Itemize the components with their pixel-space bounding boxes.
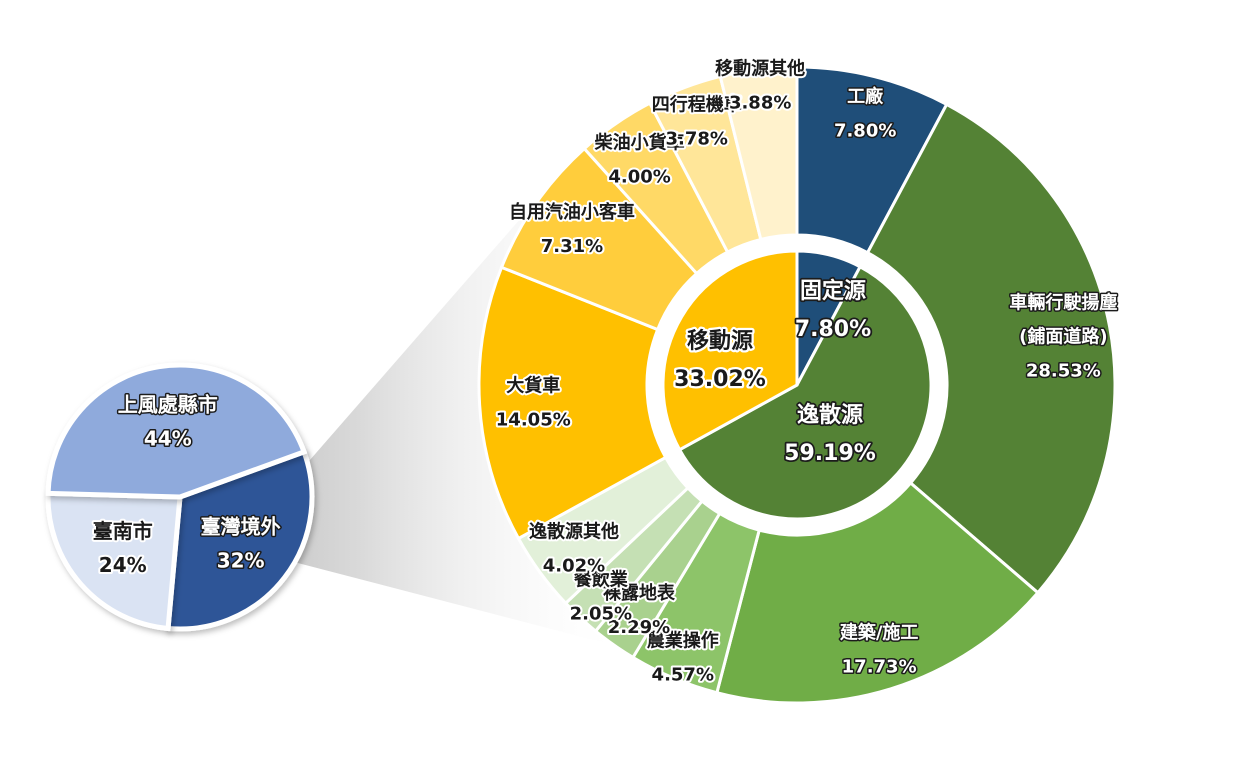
left-pie-label-0-line-1: 32% (217, 549, 265, 573)
outer-ring-label-1-line-0: 車輛行駛揚塵 (1009, 291, 1117, 313)
outer-ring-label-4-line-1: 2.29% (608, 617, 670, 638)
outer-ring-label-1-line-1: (鋪面道路) (1019, 325, 1107, 347)
outer-ring-label-10-line-0: 四行程機車 (652, 94, 742, 116)
inner-pie-slice-1 (677, 264, 933, 521)
left-pie-slice-2 (45, 362, 308, 500)
outer-ring-label-9-line-0: 柴油小貨車 (594, 131, 685, 153)
inner-pie-label-0: 固定源 7.80% (795, 278, 871, 342)
outer-ring-label-1-line-2: 28.53% (1026, 360, 1101, 381)
outer-ring-label-1: 車輛行駛揚塵 (鋪面道路) 28.53% (1009, 291, 1117, 381)
label-layer: 臺灣境外 32% 臺南市 24% 上風處縣市 44% 固定源 7.80% 逸散源 59.19% 移動… (91, 55, 1119, 687)
left-pie (45, 362, 315, 632)
inner-pie (661, 249, 933, 521)
outer-ring-label-0: 工廠 7.80% (834, 85, 896, 141)
connector-band (48, 168, 615, 646)
outer-ring-label-3: 農業操作 4.57% (647, 629, 719, 685)
outer-ring-label-0-line-1: 7.80% (834, 120, 896, 141)
left-pie-label-1: 臺南市 24% (93, 519, 153, 577)
outer-ring-label-11-line-1: 3.88% (729, 92, 791, 113)
left-pie-label-2-line-0: 上風處縣市 (118, 392, 218, 416)
outer-ring-label-8: 自用汽油小客車 7.31% (509, 201, 635, 257)
inner-pie-slice-2 (661, 249, 799, 452)
outer-ring-label-7: 大貨車 14.05% (496, 374, 571, 430)
outer-ring-label-3-line-1: 4.57% (652, 664, 714, 685)
left-pie-slice-1 (45, 490, 183, 632)
outer-ring-label-10-line-1: 3.78% (666, 129, 728, 150)
outer-ring-slice-2 (715, 480, 1040, 705)
outer-ring-label-2: 建築/施工 17.73% (840, 621, 919, 677)
outer-ring-label-11-line-0: 移動源其他 (715, 57, 805, 79)
outer-ring-label-10: 四行程機車 3.78% (652, 94, 742, 150)
inner-pie-label-1-line-1: 59.19% (784, 441, 876, 466)
left-pie-label-0: 臺灣境外 32% (201, 515, 281, 573)
connector-layer (48, 168, 615, 646)
outer-ring-label-9: 柴油小貨車 4.00% (594, 131, 685, 187)
outer-ring-label-5-line-1: 2.05% (570, 604, 632, 625)
outer-ring-label-6-line-1: 4.02% (543, 556, 605, 577)
left-pie-label-2-line-1: 44% (144, 426, 192, 450)
outer-ring-label-9-line-1: 4.00% (608, 166, 670, 187)
inner-pie-label-0-line-1: 7.80% (795, 317, 871, 342)
outer-ring-label-8-line-1: 7.31% (541, 236, 603, 257)
outer-ring-label-4-line-0: 裸露地表 (603, 582, 676, 604)
left-pie-label-2: 上風處縣市 44% (118, 392, 218, 450)
outer-ring-label-5-line-0: 餐飲業 (573, 569, 629, 591)
left-pie-label-0-line-0: 臺灣境外 (201, 515, 281, 539)
outer-ring-slice-1 (865, 102, 1117, 595)
outer-ring-slice-11 (718, 65, 799, 242)
outer-ring-label-6-line-0: 逸散源其他 (529, 521, 619, 543)
outer-ring-slice-7 (477, 265, 668, 541)
inner-pie-label-2: 移動源 33.02% (674, 328, 766, 392)
inner-pie-label-2-line-0: 移動源 (687, 328, 753, 354)
inner-pie-label-2-line-1: 33.02% (674, 367, 766, 392)
outer-ring-label-6: 逸散源其他 4.02% (529, 521, 619, 577)
left-pie-slice-0 (165, 448, 315, 632)
outer-ring-label-2-line-1: 17.73% (842, 656, 917, 677)
outer-ring-label-7-line-0: 大貨車 (506, 374, 560, 396)
outer-ring (477, 65, 1117, 705)
outer-ring-label-0-line-0: 工廠 (847, 85, 884, 107)
left-pie-label-1-line-1: 24% (99, 553, 147, 577)
inner-pie-label-1: 逸散源 59.19% (784, 402, 876, 466)
inner-pie-label-1-line-0: 逸散源 (797, 402, 863, 428)
outer-ring-label-3-line-0: 農業操作 (647, 629, 719, 651)
inner-pie-label-0-line-0: 固定源 (800, 278, 866, 304)
left-pie-label-1-line-0: 臺南市 (93, 519, 153, 543)
outer-ring-label-2-line-0: 建築/施工 (840, 621, 919, 643)
outer-ring-label-8-line-0: 自用汽油小客車 (509, 201, 635, 223)
outer-ring-label-5: 餐飲業 2.05% (570, 569, 632, 625)
outer-ring-label-7-line-1: 14.05% (496, 409, 571, 430)
outer-ring-label-11: 移動源其他 3.88% (715, 57, 805, 113)
outer-ring-label-4: 裸露地表 2.29% (603, 582, 676, 638)
